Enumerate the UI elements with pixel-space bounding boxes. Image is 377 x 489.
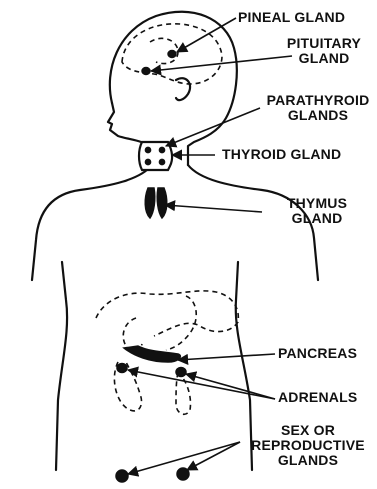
stomach-outline — [166, 296, 196, 350]
thymus-leader — [165, 205, 262, 212]
label-line: GLAND — [272, 211, 362, 226]
left-shoulder — [32, 165, 152, 280]
parathyroid-gland — [145, 147, 150, 152]
reproductive-leader-2 — [187, 442, 240, 470]
liver-stomach-outline — [96, 291, 238, 336]
adrenals-leader-2 — [186, 374, 275, 399]
label-pituitary-gland: PITUITARY GLAND — [274, 36, 374, 66]
label-parathyroid-glands: PARATHYROID GLANDS — [262, 93, 374, 123]
pancreas-leader — [178, 354, 275, 360]
label-line: THYMUS — [272, 196, 362, 211]
thymus-gland — [157, 188, 167, 218]
label-thyroid-gland: THYROID GLAND — [222, 147, 341, 162]
label-line: REPRODUCTIVE — [244, 438, 372, 453]
parathyroid-gland — [145, 159, 150, 164]
parathyroid-leader — [166, 108, 260, 146]
label-thymus-gland: THYMUS GLAND — [272, 196, 362, 226]
label-pineal-gland: PINEAL GLAND — [238, 10, 345, 25]
label-line: GLANDS — [262, 108, 374, 123]
label-adrenals: ADRENALS — [278, 390, 357, 405]
pineal-gland — [168, 51, 176, 58]
pituitary-gland — [142, 68, 150, 75]
parathyroid-gland — [159, 147, 164, 152]
label-line: GLAND — [274, 51, 374, 66]
label-line: PINEAL GLAND — [238, 10, 345, 25]
label-line: PARATHYROID — [262, 93, 374, 108]
adrenal-gland — [117, 364, 127, 373]
pineal-leader — [177, 18, 236, 52]
reproductive-gland — [116, 470, 128, 482]
thymus-gland — [145, 188, 155, 218]
adrenals-leader-1 — [128, 370, 275, 399]
label-line: PANCREAS — [278, 346, 357, 361]
right-kidney-outline — [176, 372, 191, 414]
label-line: THYROID GLAND — [222, 147, 341, 162]
parathyroid-gland — [159, 159, 164, 164]
label-line: GLANDS — [244, 453, 372, 468]
adrenal-gland — [176, 368, 186, 377]
head-outline — [110, 12, 237, 165]
label-line: ADRENALS — [278, 390, 357, 405]
left-side — [56, 262, 67, 470]
label-line: SEX OR — [244, 423, 372, 438]
label-pancreas: PANCREAS — [278, 346, 357, 361]
label-line: PITUITARY — [274, 36, 374, 51]
label-reproductive-glands: SEX OR REPRODUCTIVE GLANDS — [244, 423, 372, 468]
